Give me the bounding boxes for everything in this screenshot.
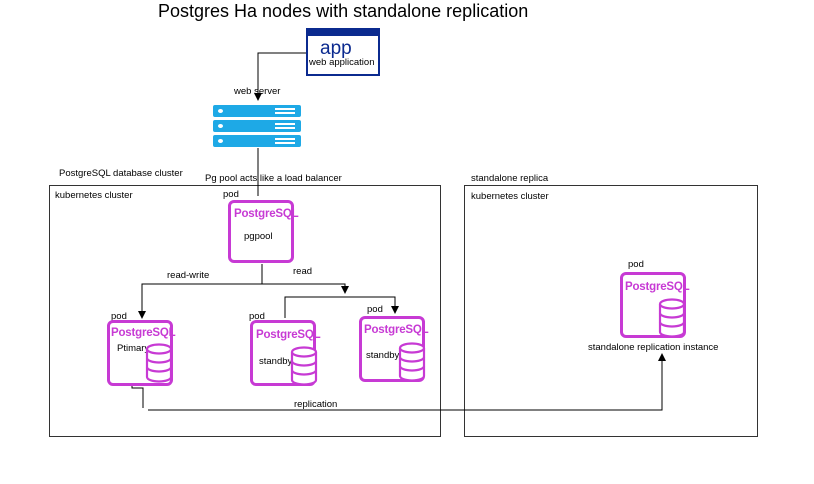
server-unit [213,105,301,117]
edge-label-replication: replication [294,399,338,410]
standalone-label: standalone replica [471,173,549,184]
pgpool-note: Pg pool acts like a load balancer [205,173,342,184]
diagram-title: Postgres Ha nodes with standalone replic… [158,1,529,21]
postgresql-logo: PostgreSQL [256,329,321,341]
edge-app-to-server [254,52,306,101]
pod-label-primary: pod [111,311,127,322]
server-unit [213,120,301,132]
k8s-label-left: kubernetes cluster [55,190,133,201]
standby-1-name: standby [259,356,293,367]
edge-replication [148,353,666,411]
postgresql-logo: PostgreSQL [111,327,176,339]
edge-read-write [138,283,262,319]
pod-label-standby-2: pod [367,304,383,315]
postgresql-logo: PostgreSQL [625,281,690,293]
server-unit [213,135,301,147]
edge-read [262,283,349,294]
edge-label-read: read [293,266,313,277]
kubernetes-cluster-left [49,185,441,437]
app-window-icon: app web application [306,28,380,76]
postgresql-logo: PostgreSQL [234,208,299,220]
web-server-label: web server [234,86,281,97]
pod-label-standalone: pod [628,259,644,270]
standalone-name: standalone replication instance [588,342,719,353]
pod-label-pgpool: pod [223,189,239,200]
app-label: web application [309,57,375,68]
standby-2-name: standby [366,350,400,361]
cluster-label: PostgreSQL database cluster [59,168,183,179]
k8s-label-right: kubernetes cluster [471,191,549,202]
primary-name: Ptimary [117,343,150,354]
database-icon [145,343,173,383]
edge-read-standby1 [284,296,399,318]
pgpool-pod: PostgreSQL [228,200,299,263]
pod-label-standby-1: pod [249,311,265,322]
pgpool-name: pgpool [244,231,273,242]
edge-label-read-write: read-write [167,270,210,281]
app-titlebar [308,30,378,36]
kubernetes-cluster-right [464,185,758,437]
database-icon [398,342,426,382]
postgresql-logo: PostgreSQL [364,324,429,336]
app-logo-text: app [320,38,352,59]
database-icon [290,346,318,386]
database-icon [658,298,686,338]
